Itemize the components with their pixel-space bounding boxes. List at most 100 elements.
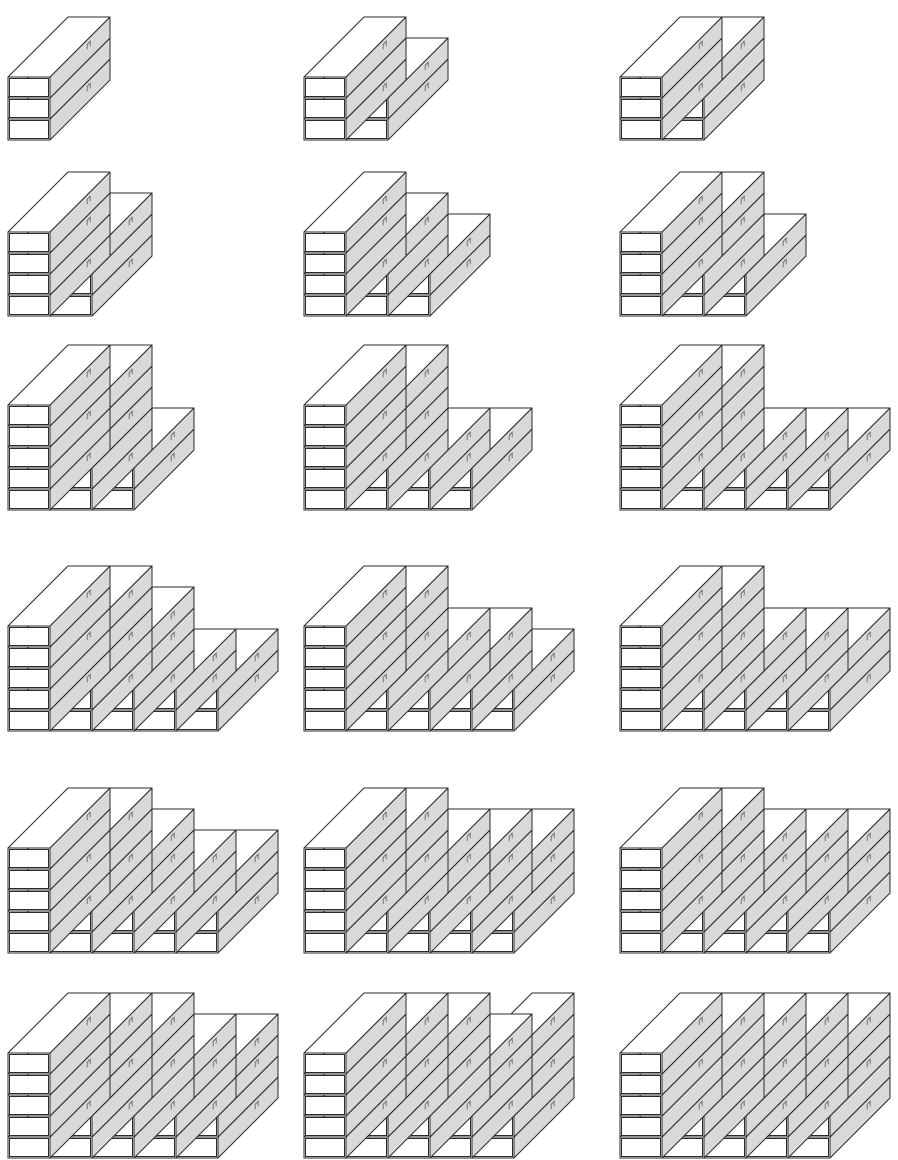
block-front-face <box>622 1097 661 1115</box>
block-front-face <box>10 913 49 931</box>
block-front-face <box>306 670 345 688</box>
block-stack-9 <box>620 345 890 510</box>
block-front-face <box>10 628 49 646</box>
block-front-face <box>306 934 345 952</box>
block-stack-5 <box>304 172 490 316</box>
block-front-face <box>622 913 661 931</box>
block-front-face <box>622 100 661 118</box>
block-front-face <box>10 470 49 488</box>
block-stack-3 <box>620 17 764 140</box>
block-stack-1 <box>8 17 110 140</box>
block-front-face <box>622 79 661 97</box>
block-front-face <box>622 491 661 509</box>
block-front-face <box>306 449 345 467</box>
block-front-face <box>622 470 661 488</box>
block-front-face <box>622 850 661 868</box>
block-front-face <box>622 276 661 294</box>
block-front-face <box>622 691 661 709</box>
block-front-face <box>622 649 661 667</box>
block-front-face <box>306 470 345 488</box>
block-stack-4 <box>8 172 152 316</box>
block-front-face <box>306 691 345 709</box>
block-stack-12 <box>620 566 890 731</box>
block-front-face <box>10 1055 49 1073</box>
block-front-face <box>306 871 345 889</box>
block-stack-15 <box>620 788 890 953</box>
block-front-face <box>306 79 345 97</box>
block-front-face <box>10 79 49 97</box>
block-front-face <box>622 712 661 730</box>
block-front-face <box>622 628 661 646</box>
block-front-face <box>306 1118 345 1136</box>
block-stack-8 <box>304 345 532 510</box>
block-front-face <box>306 407 345 425</box>
block-front-face <box>10 691 49 709</box>
block-front-face <box>10 428 49 446</box>
block-front-face <box>622 1118 661 1136</box>
block-front-face <box>10 670 49 688</box>
block-front-face <box>306 297 345 315</box>
block-front-face <box>10 100 49 118</box>
block-front-face <box>622 934 661 952</box>
block-front-face <box>10 407 49 425</box>
block-stack-10 <box>8 566 278 731</box>
block-stack-14 <box>304 788 574 953</box>
block-front-face <box>306 1055 345 1073</box>
block-front-face <box>306 255 345 273</box>
block-front-face <box>306 491 345 509</box>
block-front-face <box>306 1076 345 1094</box>
block-front-face <box>306 428 345 446</box>
block-front-face <box>306 913 345 931</box>
block-front-face <box>622 449 661 467</box>
block-front-face <box>622 428 661 446</box>
block-front-face <box>10 892 49 910</box>
block-front-face <box>10 449 49 467</box>
block-front-face <box>306 892 345 910</box>
block-front-face <box>306 1139 345 1157</box>
block-front-face <box>306 712 345 730</box>
block-front-face <box>306 649 345 667</box>
block-front-face <box>10 1118 49 1136</box>
block-stack-7 <box>8 345 194 510</box>
block-front-face <box>306 234 345 252</box>
block-stack-11 <box>304 566 574 731</box>
block-front-face <box>622 1139 661 1157</box>
block-front-face <box>622 892 661 910</box>
block-front-face <box>622 297 661 315</box>
block-stack-2 <box>304 17 448 140</box>
block-front-face <box>10 491 49 509</box>
block-front-face <box>10 255 49 273</box>
block-stack-16 <box>8 993 278 1158</box>
block-front-face <box>10 1097 49 1115</box>
block-front-face <box>10 1139 49 1157</box>
block-front-face <box>622 234 661 252</box>
block-front-face <box>10 121 49 139</box>
block-front-face <box>10 712 49 730</box>
block-front-face <box>10 871 49 889</box>
block-front-face <box>10 850 49 868</box>
block-front-face <box>306 121 345 139</box>
block-front-face <box>306 1097 345 1115</box>
block-front-face <box>306 100 345 118</box>
block-front-face <box>10 1076 49 1094</box>
block-front-face <box>622 670 661 688</box>
block-front-face <box>622 407 661 425</box>
block-front-face <box>306 628 345 646</box>
block-front-face <box>622 871 661 889</box>
block-front-face <box>622 1076 661 1094</box>
block-stack-18 <box>620 993 890 1158</box>
block-front-face <box>306 850 345 868</box>
block-front-face <box>622 121 661 139</box>
block-front-face <box>306 276 345 294</box>
block-front-face <box>10 234 49 252</box>
block-front-face <box>10 934 49 952</box>
block-front-face <box>10 649 49 667</box>
block-stack-17 <box>304 993 574 1158</box>
block-stack-13 <box>8 788 278 953</box>
block-stack-6 <box>620 172 806 316</box>
block-front-face <box>10 297 49 315</box>
block-front-face <box>10 276 49 294</box>
block-front-face <box>622 1055 661 1073</box>
block-front-face <box>622 255 661 273</box>
